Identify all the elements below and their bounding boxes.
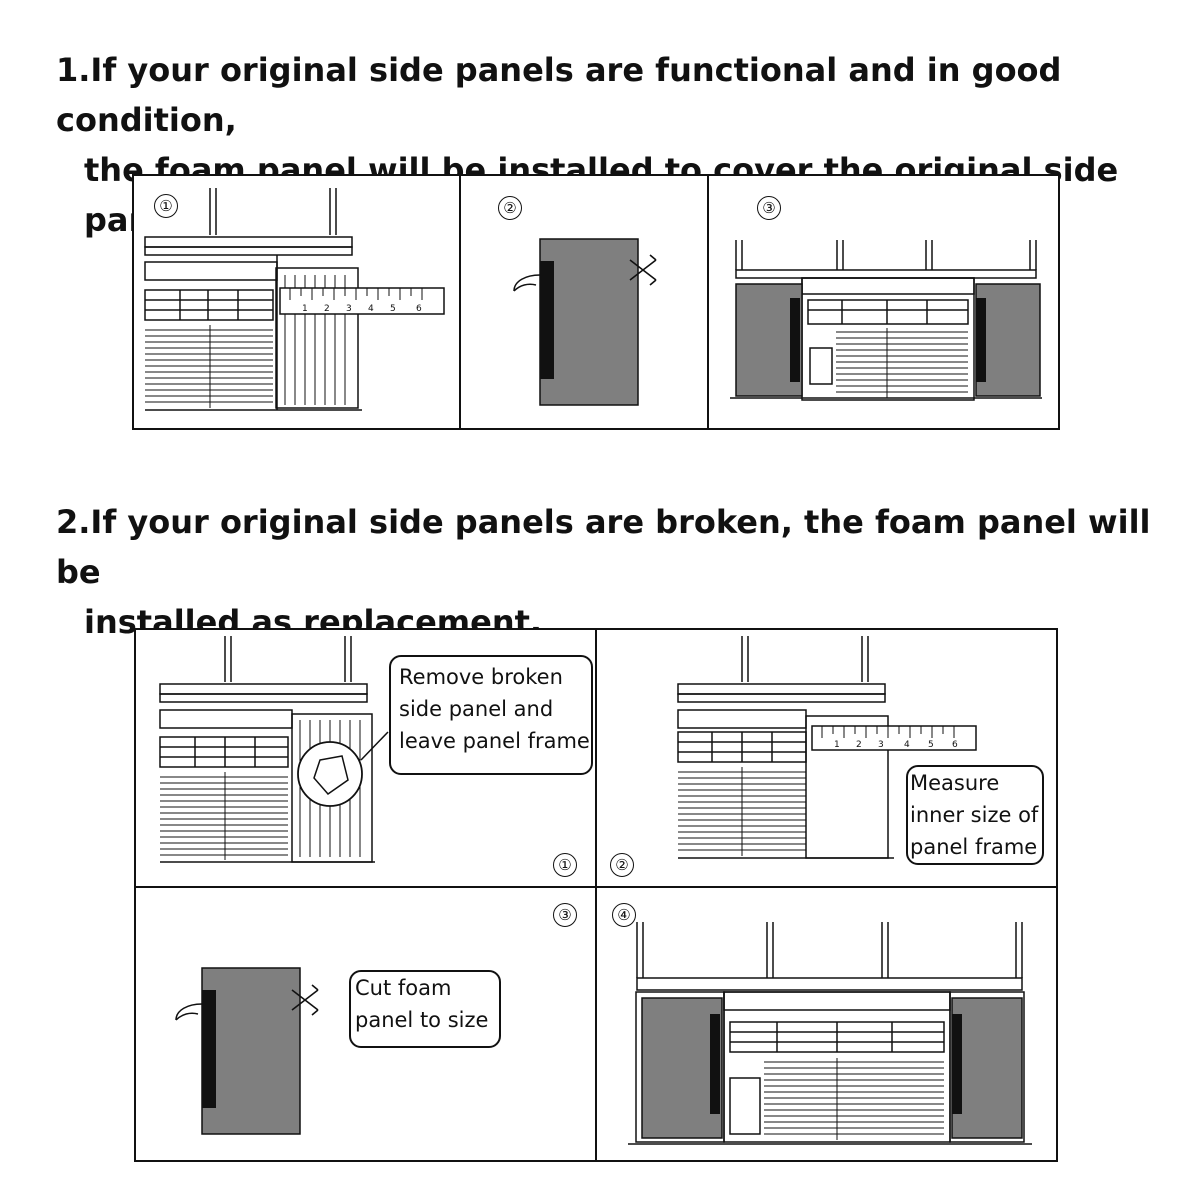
foam-panel (951, 997, 1023, 1139)
scissors-icon (629, 254, 657, 286)
step-2-1-caption: Remove broken side panel and leave panel… (389, 655, 593, 775)
adhesive-strip (202, 990, 216, 1108)
caption-line: Measure (910, 771, 1000, 795)
ruler-mark: 3 (346, 304, 352, 314)
ruler-mark: 5 (928, 740, 934, 750)
adhesive-strip (976, 298, 986, 382)
divider (595, 628, 597, 1162)
step-1-1-illustration: 1 2 3 4 5 6 (144, 188, 445, 411)
caption-line: leave panel frame (399, 729, 590, 753)
broken-area-highlight (297, 741, 363, 807)
step-2-3-illustration (175, 967, 319, 1135)
step-number: ① (154, 194, 178, 218)
step-1-3-illustration (730, 240, 1042, 401)
caption-line: Cut foam (355, 976, 452, 1000)
step-number: ③ (553, 903, 577, 927)
adhesive-strip (540, 261, 554, 379)
step-2-2-caption: Measure inner size of panel frame (906, 765, 1044, 865)
ruler (811, 725, 977, 751)
step-2-4-illustration (628, 922, 1032, 1145)
step-2-3-caption: Cut foam panel to size (349, 970, 501, 1048)
foam-panel (539, 238, 639, 406)
ruler-mark: 4 (368, 304, 374, 314)
ruler-mark: 2 (324, 304, 330, 314)
divider (707, 174, 709, 430)
step-number: ④ (612, 903, 636, 927)
step-2-2-illustration: 1 2 3 4 5 6 (677, 636, 977, 859)
foam-panel (641, 997, 723, 1139)
foam-panel (201, 967, 301, 1135)
ruler-mark: 3 (878, 740, 884, 750)
step-number: ② (498, 196, 522, 220)
adhesive-strip (710, 1014, 720, 1114)
caption-line: side panel and (399, 697, 554, 721)
caption-line: inner size of (910, 803, 1039, 827)
ruler-mark: 4 (904, 740, 910, 750)
step-number: ③ (757, 196, 781, 220)
caption-line: panel to size (355, 1008, 489, 1032)
adhesive-strip (952, 1014, 962, 1114)
step-number: ② (610, 853, 634, 877)
adhesive-strip (790, 298, 800, 382)
broken-panel-icon (313, 755, 349, 796)
step-2-1-illustration (159, 636, 389, 863)
ruler-mark: 2 (856, 740, 862, 750)
divider (134, 886, 1058, 888)
ruler-mark: 1 (302, 304, 308, 314)
step-1-2-illustration (513, 238, 657, 406)
section-1-heading-line-1: 1.If your original side panels are funct… (56, 51, 1062, 139)
caption-line: Remove broken (399, 665, 563, 689)
caption-line: panel frame (910, 835, 1038, 859)
foam-panel (975, 283, 1041, 397)
section-2-heading: 2.If your original side panels are broke… (0, 497, 1200, 647)
ruler-mark: 1 (834, 740, 840, 750)
ruler-mark: 5 (390, 304, 396, 314)
step-number: ① (553, 853, 577, 877)
ruler-mark: 6 (416, 304, 422, 314)
divider (459, 174, 461, 430)
section-2-heading-line-1: 2.If your original side panels are broke… (56, 503, 1151, 591)
ruler-mark: 6 (952, 740, 958, 750)
scissors-icon (291, 984, 319, 1016)
